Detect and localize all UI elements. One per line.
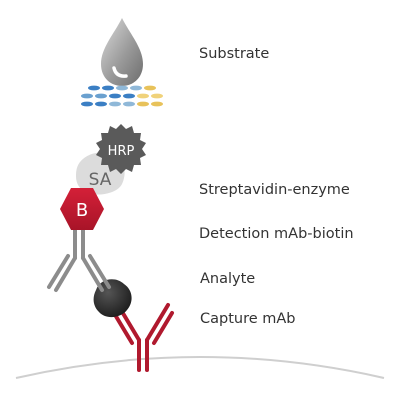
droplet-icon (101, 18, 143, 86)
substrate-dot (109, 101, 121, 107)
substrate-dot (102, 85, 114, 91)
substrate-dot (137, 101, 149, 107)
substrate-dot (88, 85, 100, 91)
detection-antibody (47, 223, 111, 292)
plate-surface (15, 356, 385, 379)
capture-antibody (112, 303, 174, 372)
hrp-label: HRP (108, 144, 135, 159)
label-detection-mab-biotin: Detection mAb-biotin (199, 226, 354, 242)
substrate-dot (81, 101, 93, 107)
substrate-dot (137, 93, 149, 99)
biotin-hexagon (60, 188, 104, 230)
substrate-dot (109, 93, 121, 99)
sa-label: SA (89, 170, 112, 190)
biotin-label: B (76, 200, 88, 221)
label-capture-mab: Capture mAb (200, 311, 296, 327)
substrate-dot (123, 101, 135, 107)
substrate-dots (81, 85, 163, 107)
hrp-gear (96, 124, 146, 174)
label-analyte: Analyte (200, 271, 256, 287)
label-substrate: Substrate (199, 46, 270, 62)
substrate-dot (130, 85, 142, 91)
substrate-dot (95, 93, 107, 99)
label-streptavidin-enzyme: Streptavidin-enzyme (199, 182, 350, 198)
substrate-dot (151, 93, 163, 99)
substrate-dot (81, 93, 93, 99)
substrate-dot (95, 101, 107, 107)
substrate-dot (151, 101, 163, 107)
substrate-dot (144, 85, 156, 91)
substrate-dot (123, 93, 135, 99)
substrate-dot (116, 85, 128, 91)
